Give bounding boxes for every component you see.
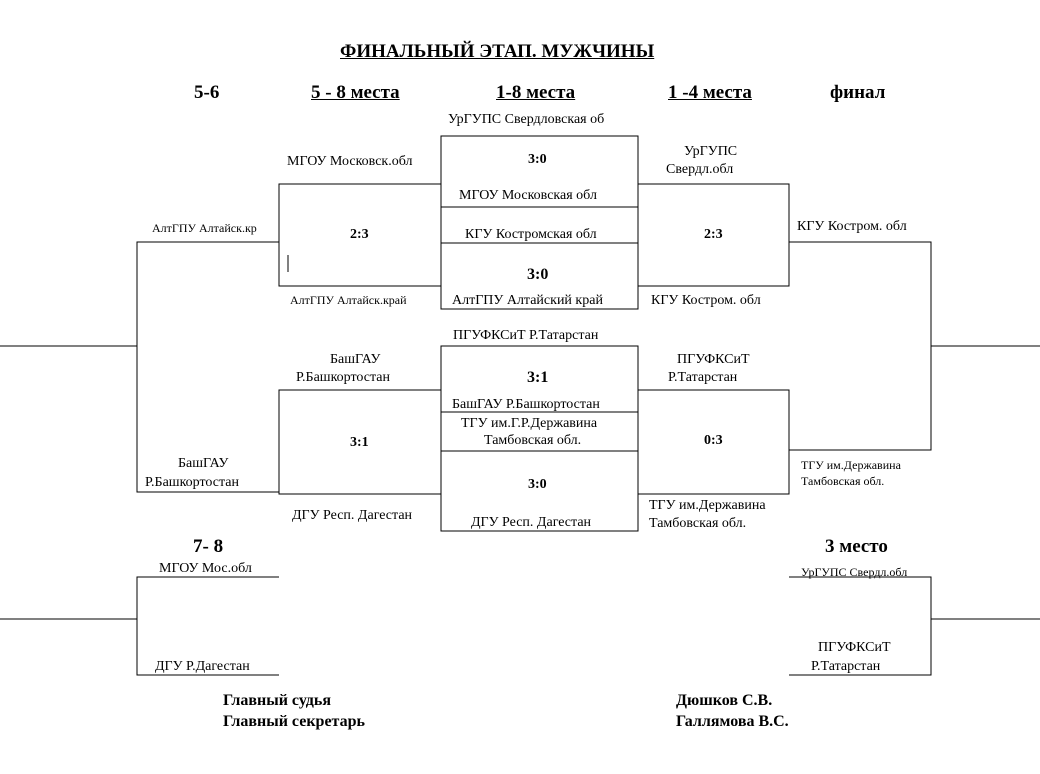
header-3rd: 3 место (825, 536, 888, 557)
header-7-8: 7- 8 (193, 536, 224, 557)
final-team-bottom: ТГУ им.Державина (801, 458, 901, 472)
semi58-box-2 (278, 389, 442, 495)
header-5-6: 5-6 (194, 82, 220, 103)
bracket-3rd (789, 576, 932, 676)
qf4-score: 3:0 (528, 477, 547, 492)
match56-team-bottom-line2: Р.Башкортостан (145, 475, 239, 490)
qf-box-3 (440, 345, 639, 413)
match3rd-team-top: УрГУПС Свердл.обл (801, 565, 908, 579)
qf4-team-top: ТГУ им.Г.Р.Державина (461, 416, 598, 431)
qf2-team-top: КГУ Костромская обл (465, 227, 597, 242)
bracket-5-6 (136, 241, 279, 493)
qf4-team-bottom: ДГУ Респ. Дагестан (471, 515, 592, 530)
header-final: финал (830, 82, 886, 103)
semi58-1-team-top: МГОУ Московск.обл (287, 154, 413, 169)
final-team-bottom-line2: Тамбовская обл. (801, 474, 885, 488)
match78-team-bottom: ДГУ Р.Дагестан (155, 659, 250, 674)
semi14-1-team-top: УрГУПС (684, 144, 738, 159)
match56-team-top: АлтГПУ Алтайск.кр (152, 221, 257, 235)
semi58-2-team-bottom: ДГУ Респ. Дагестан (292, 508, 413, 523)
semi58-2-score: 3:1 (350, 435, 369, 450)
match78-team-top: МГОУ Мос.обл (159, 561, 252, 576)
semi14-2-score: 0:3 (704, 433, 723, 448)
qf1-score: 3:0 (528, 152, 547, 167)
semi14-box-1 (637, 183, 790, 287)
qf4-team-top-line2: Тамбовская обл. (484, 433, 582, 448)
qf1-team-top: УрГУПС Свердловская об (448, 112, 605, 127)
semi58-1-team-bottom: АлтГПУ Алтайск.край (290, 293, 407, 307)
semi14-1-team-bottom: КГУ Костром. обл (651, 293, 761, 308)
chief-judge-label: Главный судья (223, 692, 332, 709)
page-title: ФИНАЛЬНЫЙ ЭТАП. МУЖЧИНЫ (340, 41, 655, 62)
semi14-box-2 (637, 389, 790, 495)
header-5-8: 5 - 8 места (311, 82, 400, 103)
qf3-team-bottom: БашГАУ Р.Башкортостан (452, 397, 600, 412)
match56-team-bottom: БашГАУ (178, 456, 229, 471)
header-1-8: 1-8 места (496, 82, 576, 103)
semi14-1-team-top-line2: Свердл.обл (666, 162, 734, 177)
match3rd-team-bottom: ПГУФКСиТ (818, 640, 891, 655)
semi58-2-team-top: БашГАУ (330, 352, 381, 367)
chief-secretary-name: Галлямова В.С. (676, 713, 789, 730)
chief-judge-name: Дюшков С.В. (676, 692, 773, 709)
semi14-2-team-bottom-line2: Тамбовская обл. (649, 516, 747, 531)
semi14-1-score: 2:3 (704, 227, 723, 242)
match3rd-team-bottom-line2: Р.Татарстан (811, 659, 881, 674)
semi58-2-team-top-line2: Р.Башкортостан (296, 370, 390, 385)
qf3-team-top: ПГУФКСиТ Р.Татарстан (453, 328, 599, 343)
chief-secretary-label: Главный секретарь (223, 713, 365, 730)
semi14-2-team-top: ПГУФКСиТ (677, 352, 750, 367)
qf1-team-bottom: МГОУ Московская обл (459, 188, 597, 203)
qf-box-1 (440, 135, 639, 208)
semi58-1-score: 2:3 (350, 227, 369, 242)
header-1-4: 1 -4 места (668, 82, 752, 103)
semi14-2-team-top-line2: Р.Татарстан (668, 370, 738, 385)
semi14-2-team-bottom: ТГУ им.Державина (649, 498, 766, 513)
bracket-7-8 (136, 576, 279, 676)
semi58-box-1 (278, 183, 442, 287)
bracket-final (789, 241, 932, 451)
qf2-score: 3:0 (527, 266, 549, 283)
qf2-team-bottom: АлтГПУ Алтайский край (452, 293, 603, 308)
qf3-score: 3:1 (527, 369, 549, 386)
final-team-top: КГУ Костром. обл (797, 219, 907, 234)
